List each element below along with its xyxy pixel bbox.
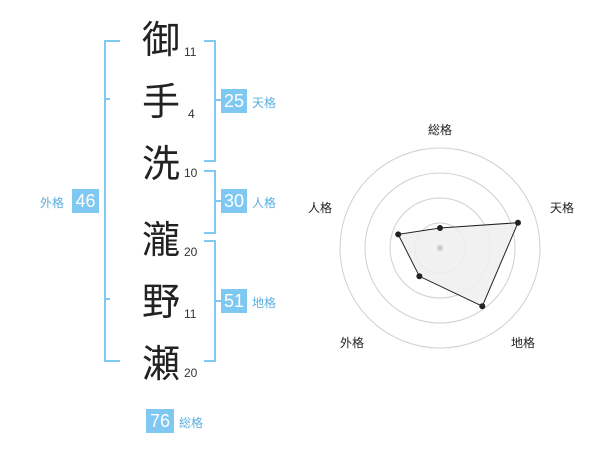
gaikaku-bracket <box>104 40 120 362</box>
jinkaku-label: 人格 <box>252 196 277 210</box>
gaikaku-bracket-tick-3 <box>104 298 110 300</box>
radar-point-1 <box>437 225 443 231</box>
radar-point-3 <box>479 303 486 310</box>
name-char-1: 御 <box>141 18 180 62</box>
gaikaku-bracket-tick-2 <box>104 98 110 100</box>
radar-axis-label-chikaku: 地格 <box>511 336 536 350</box>
stroke-count-2: 4 <box>188 107 195 121</box>
tenkaku-bracket <box>204 40 216 162</box>
radar-axis-label-gaikaku: 外格 <box>340 336 365 350</box>
radar-axis-label-jinkaku: 人格 <box>308 201 333 215</box>
radar-ring-3 <box>364 172 516 324</box>
gaikaku-value: 46 <box>72 189 99 213</box>
name-char-2: 手 <box>141 80 180 124</box>
chikaku-bracket-tick <box>216 300 222 302</box>
radar-center-dot <box>437 245 443 251</box>
tenkaku-bracket-tick <box>216 99 222 101</box>
chikaku-label: 地格 <box>252 296 277 310</box>
name-char-5: 野 <box>141 280 180 324</box>
name-char-6: 瀬 <box>141 342 180 386</box>
radar-polygon <box>397 222 519 307</box>
stroke-count-6: 20 <box>184 366 198 380</box>
jinkaku-value: 30 <box>221 189 247 213</box>
radar-axis-label-soukaku: 総格 <box>428 123 453 137</box>
stroke-count-4: 20 <box>184 245 198 259</box>
gaikaku-label: 外格 <box>40 196 65 210</box>
name-char-3: 洗 <box>141 142 180 186</box>
soukaku-label: 総格 <box>179 416 204 430</box>
stroke-count-3: 10 <box>184 166 198 180</box>
radar-point-5 <box>395 231 402 238</box>
chikaku-bracket <box>204 240 216 362</box>
radar-axis-label-tenkaku: 天格 <box>550 201 575 215</box>
radar-point-2 <box>515 219 521 226</box>
chikaku-value: 51 <box>221 289 247 313</box>
jinkaku-bracket-tick <box>216 200 222 202</box>
radar-point-4 <box>416 273 423 280</box>
radar-ring-4 <box>339 147 541 349</box>
jinkaku-bracket <box>204 170 216 234</box>
soukaku-value: 76 <box>146 409 174 433</box>
tenkaku-label: 天格 <box>252 96 277 110</box>
name-char-4: 瀧 <box>141 218 180 262</box>
tenkaku-value: 25 <box>221 89 247 113</box>
stroke-count-5: 11 <box>184 307 197 321</box>
stroke-count-1: 11 <box>184 45 197 59</box>
